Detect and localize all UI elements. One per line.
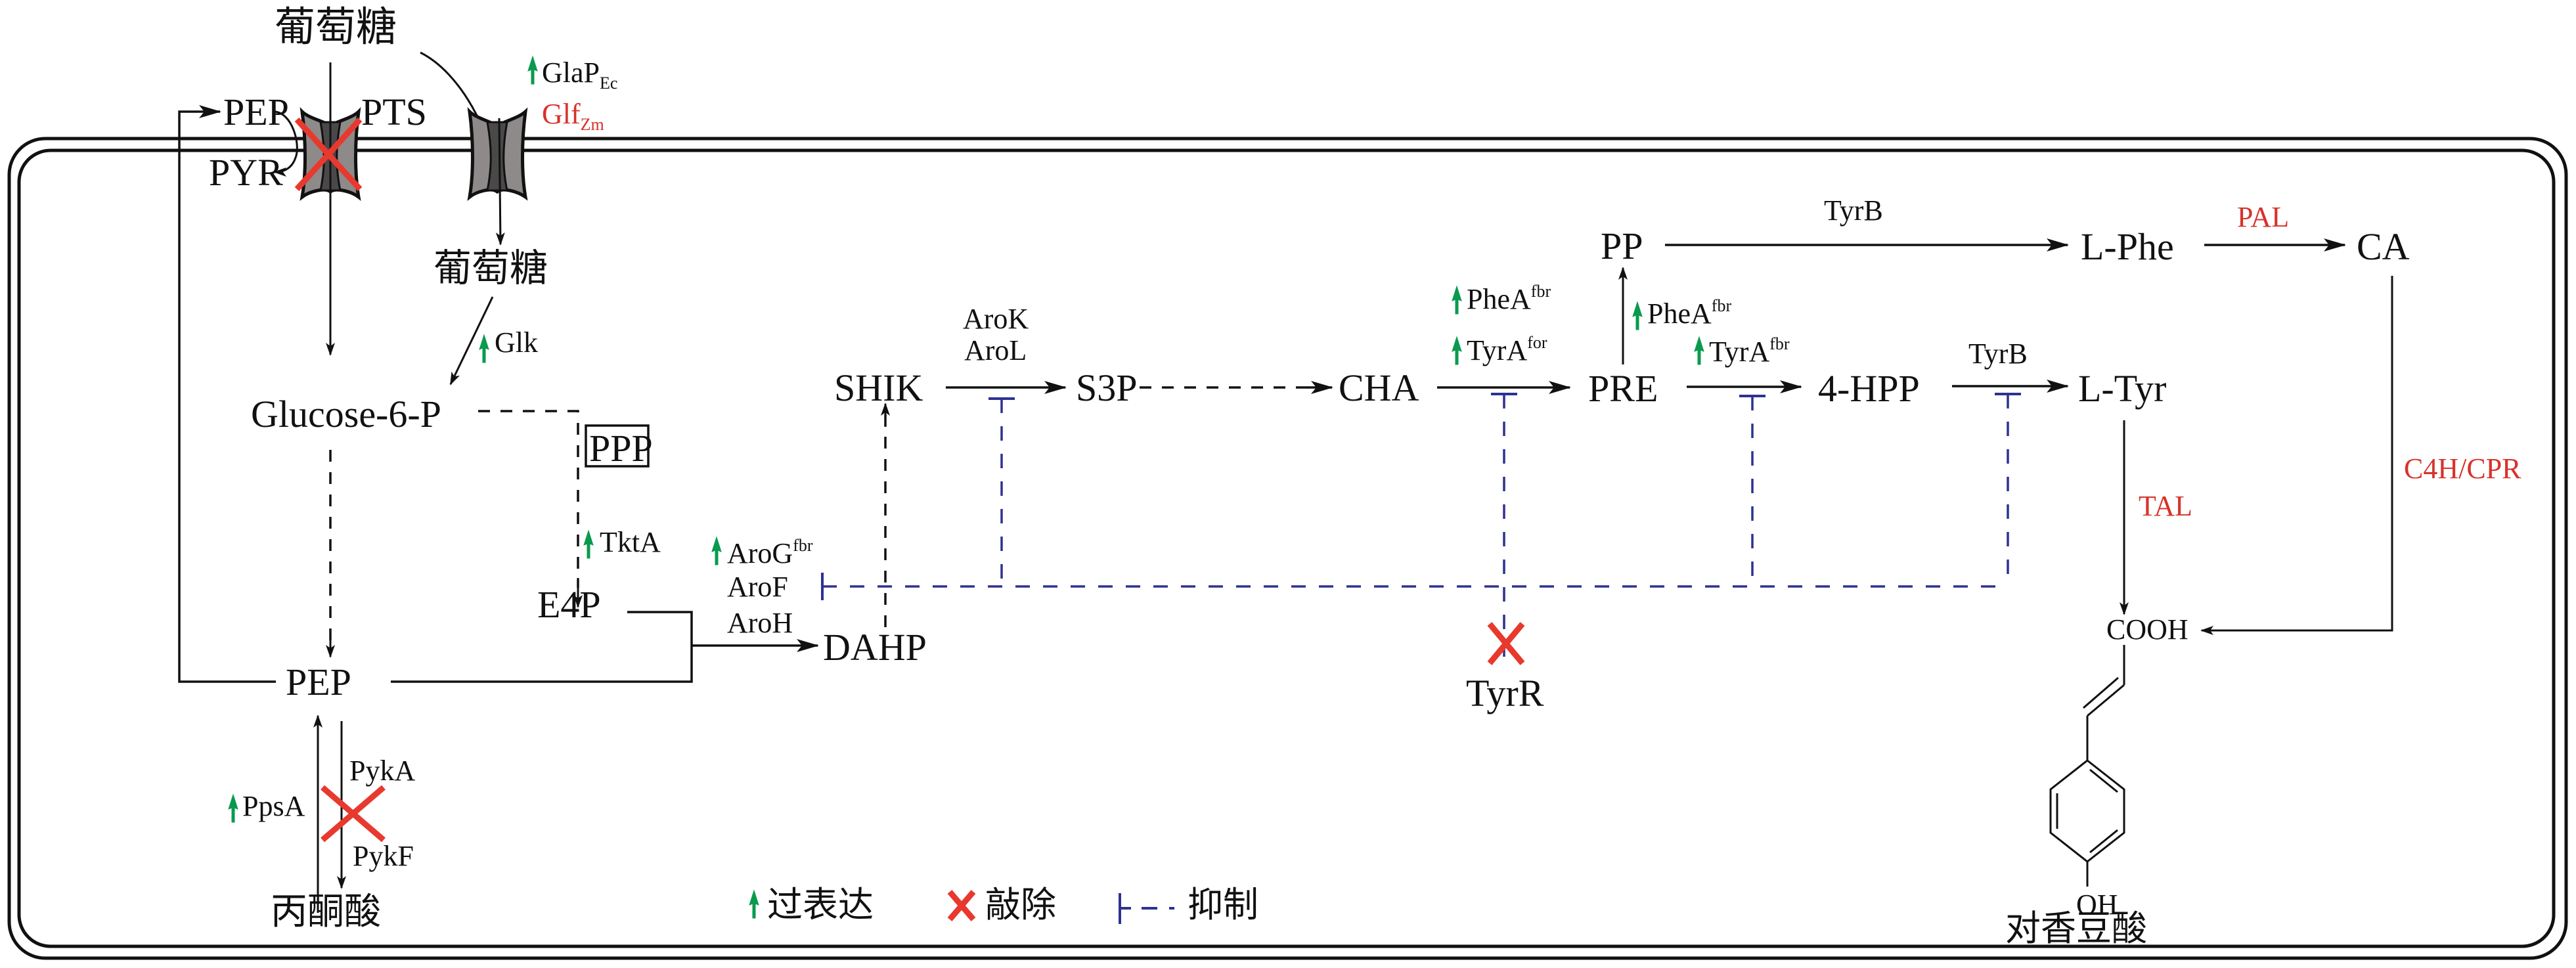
pts-label: PTS xyxy=(361,91,427,133)
ca-label: CA xyxy=(2357,225,2410,268)
pre-label: PRE xyxy=(1588,367,1658,410)
glf-transporter: GlaPEc GlfZm xyxy=(420,51,617,246)
tyrr-label: TyrR xyxy=(1466,672,1544,715)
phea-overexpression-icon-1 xyxy=(1452,286,1462,315)
tyra-overexpression-icon-1 xyxy=(1452,336,1462,365)
legend-inhibition-label: 抑制 xyxy=(1188,884,1258,925)
tal-label: TAL xyxy=(2139,490,2192,522)
tyrb-label-tyr: TyrB xyxy=(1968,338,2028,370)
glap-overexpression-icon xyxy=(527,56,538,85)
ltyr-label: L-Tyr xyxy=(2078,367,2166,410)
c4h-cpr-label: C4H/CPR xyxy=(2404,452,2521,485)
phea-overexpression-icon-2 xyxy=(1632,301,1643,330)
feedback-inhibition-lines xyxy=(821,393,2021,670)
pal-label: PAL xyxy=(2237,201,2289,233)
arol-label: AroL xyxy=(964,334,1027,366)
ppsa-overexpression-icon xyxy=(228,794,238,823)
legend-knockout-icon xyxy=(947,890,976,921)
arog-overexpression-icon xyxy=(711,537,722,565)
glk-overexpression-icon xyxy=(479,334,489,363)
pyk-knockout-cross-icon xyxy=(321,785,386,843)
phea-label-2: PheAfbr xyxy=(1647,296,1731,330)
arog-label: AroGfbr xyxy=(727,536,813,569)
cell-membrane xyxy=(7,137,2568,960)
tkta-label: TktA xyxy=(600,526,661,558)
cooh-label: COOH xyxy=(2106,613,2188,646)
tyra-overexpression-icon-2 xyxy=(1694,336,1704,365)
ppp-box xyxy=(585,424,650,468)
legend-inhibition-icon xyxy=(1119,893,1174,924)
lphe-label: L-Phe xyxy=(2081,225,2174,268)
glk-arrow xyxy=(449,296,494,385)
pts-knockout-cross-icon xyxy=(294,117,363,192)
ca-to-pca-arrow xyxy=(2200,276,2393,635)
pyka-label: PykA xyxy=(349,755,415,787)
e4p-label: E4P xyxy=(537,583,601,626)
arof-label: AroF xyxy=(727,571,788,603)
shik-label: SHIK xyxy=(834,366,923,409)
dahp-label: DAHP xyxy=(823,626,927,669)
ppsa-label: PpsA xyxy=(242,790,305,822)
extracellular-glucose-label: 葡萄糖 xyxy=(275,3,397,51)
arok-label: AroK xyxy=(963,303,1029,335)
ppp-label: PPP xyxy=(589,427,653,470)
g6p-label: Glucose-6-P xyxy=(251,393,441,435)
legend: 过表达 敲除 抑制 xyxy=(749,884,1258,925)
pyruvate-label: 丙酮酸 xyxy=(271,891,381,933)
phea-label-1: PheAfbr xyxy=(1467,282,1551,315)
glf-enzyme-label: GlfZm xyxy=(542,98,604,134)
oh-label: OH xyxy=(2076,889,2118,921)
pp-label: PP xyxy=(1601,225,1643,267)
tyra-label-2: TyrAfbr xyxy=(1709,334,1790,368)
tyra-label-1: TyrAfor xyxy=(1467,333,1547,366)
legend-overexpression-icon xyxy=(749,890,759,919)
product-label: 对香豆酸 xyxy=(2005,908,2147,949)
legend-knockout-label: 敲除 xyxy=(985,884,1056,925)
hpp-label: 4-HPP xyxy=(1818,367,1920,410)
pts-pyr-label: PYR xyxy=(209,151,283,194)
e4p-pep-condensation-line xyxy=(391,611,693,683)
pep-label: PEP xyxy=(286,661,351,703)
aroh-label: AroH xyxy=(727,607,793,639)
glap-enzyme-label: GlaPEc xyxy=(542,56,617,93)
tkta-overexpression-icon xyxy=(583,530,594,559)
tyrb-label-phe: TyrB xyxy=(1824,194,1883,227)
s3p-label: S3P xyxy=(1076,366,1138,409)
glk-label: Glk xyxy=(495,326,538,359)
pykf-label: PykF xyxy=(353,840,414,872)
pep-recycle-arrow xyxy=(178,105,276,683)
legend-overexpression-label: 过表达 xyxy=(767,884,874,925)
intracellular-glucose-label: 葡萄糖 xyxy=(433,246,548,290)
glf-glucose-import-arrow xyxy=(495,118,505,246)
ppp-dashed-arrow xyxy=(478,410,579,588)
cha-label: CHA xyxy=(1339,366,1419,409)
pts-transporter: PTS PEP PYR xyxy=(209,62,427,356)
tyrr-knockout-cross-icon xyxy=(1487,622,1525,665)
p-coumaric-acid-structure: COOH OH xyxy=(2049,613,2188,921)
